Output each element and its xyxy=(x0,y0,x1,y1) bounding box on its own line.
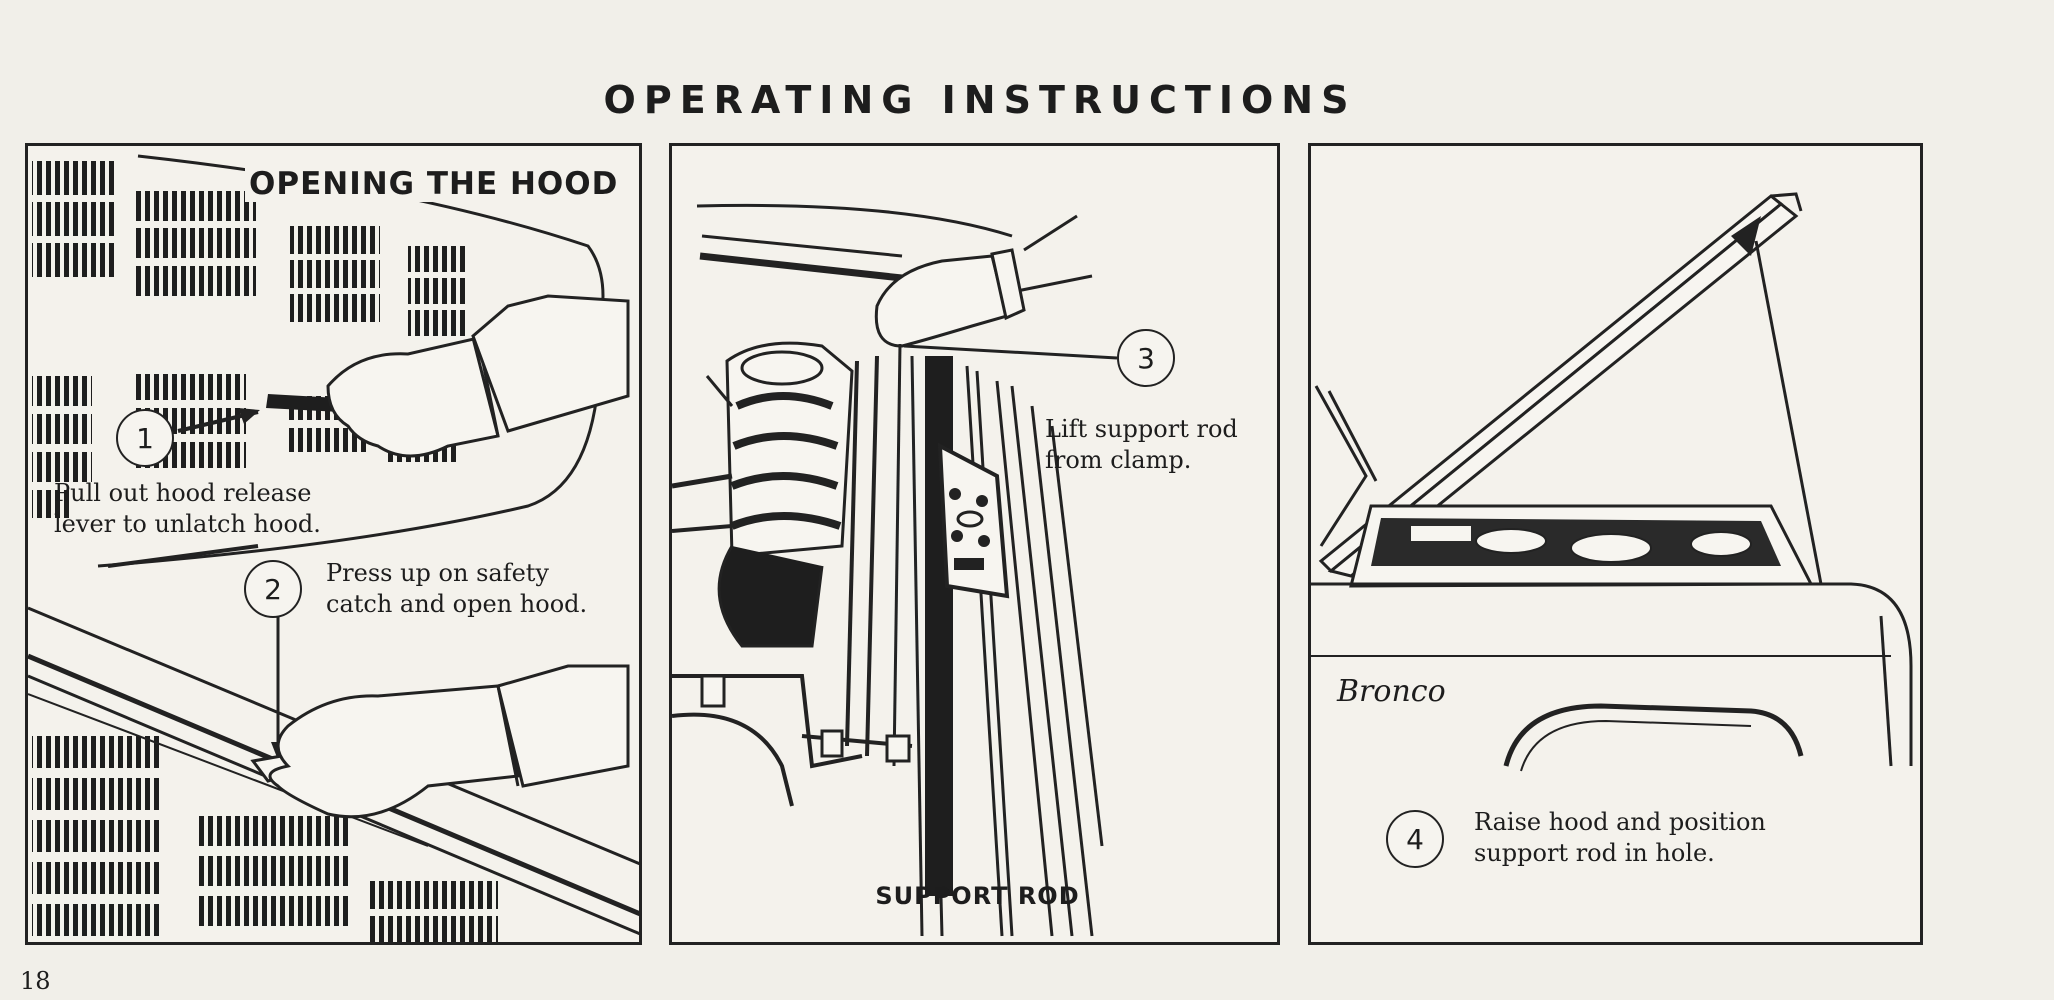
support-rod-illustration xyxy=(672,203,1118,937)
step-number-badge: 2 xyxy=(244,560,302,618)
step-number-badge: 1 xyxy=(116,409,174,467)
raised-hood-icon xyxy=(1318,192,1803,578)
hand-lifting-rod-icon xyxy=(874,214,1078,348)
step-number: 1 xyxy=(136,421,154,455)
step-caption: Raise hood and position support rod in h… xyxy=(1474,808,1766,867)
panel-title: OPENING THE HOOD xyxy=(245,166,623,202)
step-caption: Press up on safety catch and open hood. xyxy=(326,559,588,618)
panel-raise-hood: Bronco 4 Raise hood and position support… xyxy=(1308,143,1923,945)
panel-opening-the-hood: OPENING THE HOOD 1 Pull out hood release… xyxy=(25,143,642,945)
step-caption: Lift support rod from clamp. xyxy=(1045,415,1238,474)
raised-hood-illustration xyxy=(1311,192,1913,772)
step-caption: Pull out hood release lever to unlatch h… xyxy=(54,479,321,538)
step-number: 3 xyxy=(1137,341,1155,375)
step-number-badge: 4 xyxy=(1386,810,1444,868)
engine-air-cleaner-icon xyxy=(717,341,854,648)
step-number-badge: 3 xyxy=(1117,329,1175,387)
bronco-emblem: Bronco xyxy=(1337,674,1446,709)
panel-support-rod: 3 Lift support rod from clamp. SUPPORT R… xyxy=(669,143,1280,945)
page-number: 18 xyxy=(20,967,51,995)
clamp-bracket-icon xyxy=(937,442,1010,599)
page-title: OPERATING INSTRUCTIONS xyxy=(603,78,1357,122)
hand-pressing-catch-icon xyxy=(268,664,630,819)
support-rod-label: SUPPORT ROD xyxy=(875,882,1080,910)
engine-bay-icon xyxy=(1349,504,1814,588)
hood-release-illustration xyxy=(28,154,639,942)
step-number: 2 xyxy=(264,572,282,606)
step-number: 4 xyxy=(1406,822,1424,856)
hand-pulling-lever-icon xyxy=(326,294,630,458)
grille-slots xyxy=(32,161,498,942)
